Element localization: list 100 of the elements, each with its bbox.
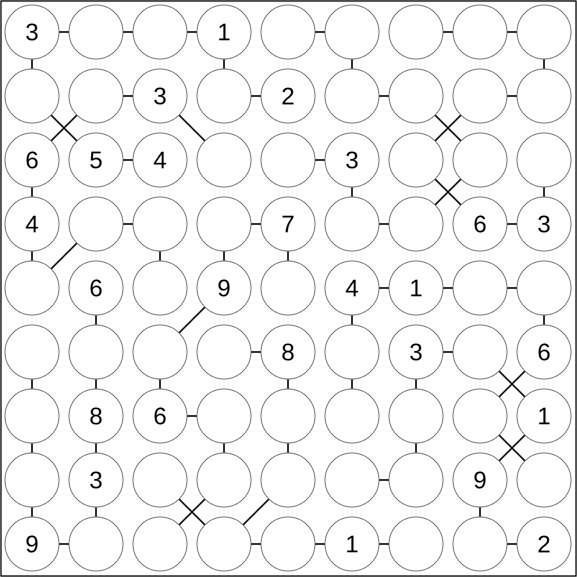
connector-line xyxy=(443,351,453,353)
empty-circle xyxy=(516,4,572,60)
empty-circle xyxy=(196,324,252,380)
empty-circle xyxy=(452,132,508,188)
connector-line xyxy=(543,59,545,69)
connector-line xyxy=(351,59,353,69)
connector-line xyxy=(31,507,33,517)
empty-circle xyxy=(196,68,252,124)
empty-circle xyxy=(516,132,572,188)
connector-line xyxy=(242,498,270,526)
connector-line xyxy=(507,223,517,225)
empty-circle xyxy=(132,260,188,316)
connector-line xyxy=(251,95,261,97)
connector-line xyxy=(507,95,517,97)
empty-circle xyxy=(68,324,124,380)
empty-circle xyxy=(452,260,508,316)
empty-circle xyxy=(68,4,124,60)
empty-circle xyxy=(452,4,508,60)
empty-circle xyxy=(388,68,444,124)
connector-line xyxy=(95,443,97,453)
empty-circle xyxy=(388,132,444,188)
empty-circle xyxy=(388,4,444,60)
connector-line xyxy=(379,543,389,545)
empty-circle xyxy=(260,452,316,508)
connector-line xyxy=(507,287,517,289)
connector-line xyxy=(251,223,261,225)
connector-line xyxy=(159,251,161,261)
connector-line xyxy=(543,315,545,325)
connector-line xyxy=(315,543,325,545)
connector-line xyxy=(95,507,97,517)
empty-circle xyxy=(260,4,316,60)
empty-circle xyxy=(452,516,508,572)
connector-line xyxy=(31,443,33,453)
connector-line xyxy=(187,31,197,33)
connector-line xyxy=(159,379,161,389)
connector-line xyxy=(50,242,78,270)
empty-circle xyxy=(68,516,124,572)
empty-circle xyxy=(196,132,252,188)
empty-circle xyxy=(68,196,124,252)
empty-circle xyxy=(4,452,60,508)
connector-line xyxy=(251,543,261,545)
crossing-connectors xyxy=(434,178,462,206)
connector-line xyxy=(123,31,133,33)
empty-circle xyxy=(516,260,572,316)
empty-circle xyxy=(132,196,188,252)
connector-line xyxy=(59,31,69,33)
connector-line xyxy=(415,443,417,453)
crossing-connectors xyxy=(178,498,206,526)
empty-circle xyxy=(324,452,380,508)
empty-circle xyxy=(452,388,508,444)
connector-line xyxy=(31,379,33,389)
connector-line xyxy=(315,159,325,161)
crossing-connectors xyxy=(434,114,462,142)
empty-circle xyxy=(324,324,380,380)
connector-line xyxy=(123,159,133,161)
connector-line xyxy=(223,59,225,69)
connector-line xyxy=(543,187,545,197)
connector-line xyxy=(351,379,353,389)
connector-line xyxy=(178,114,206,142)
connector-line xyxy=(95,379,97,389)
connector-line xyxy=(223,443,225,453)
empty-circle xyxy=(324,4,380,60)
empty-circle xyxy=(260,260,316,316)
empty-circle xyxy=(4,260,60,316)
empty-circle xyxy=(260,388,316,444)
connector-line xyxy=(379,287,389,289)
connector-line xyxy=(315,31,325,33)
connector-line xyxy=(123,223,133,225)
empty-circle xyxy=(196,196,252,252)
empty-circle xyxy=(260,132,316,188)
empty-circle xyxy=(132,4,188,60)
connector-line xyxy=(287,443,289,453)
empty-circle xyxy=(196,452,252,508)
empty-circle xyxy=(324,388,380,444)
crossing-connectors xyxy=(498,370,526,398)
connector-line xyxy=(187,415,197,417)
empty-circle xyxy=(68,68,124,124)
empty-circle xyxy=(388,452,444,508)
empty-circle xyxy=(324,68,380,124)
crossing-connectors xyxy=(498,434,526,462)
empty-circle xyxy=(452,324,508,380)
connector-line xyxy=(31,187,33,197)
empty-circle xyxy=(132,324,188,380)
connector-line xyxy=(95,315,97,325)
connector-line xyxy=(287,379,289,389)
connector-line xyxy=(507,31,517,33)
empty-circle xyxy=(452,68,508,124)
empty-circle xyxy=(132,516,188,572)
crossing-connectors xyxy=(50,114,78,142)
connector-line xyxy=(351,187,353,197)
connector-line xyxy=(479,507,481,517)
connector-line xyxy=(443,31,453,33)
empty-circle xyxy=(260,516,316,572)
connector-line xyxy=(351,315,353,325)
empty-circle xyxy=(4,324,60,380)
empty-circle xyxy=(516,68,572,124)
empty-circle xyxy=(388,388,444,444)
connector-line xyxy=(379,479,389,481)
connector-line xyxy=(59,543,69,545)
empty-circle xyxy=(4,68,60,124)
